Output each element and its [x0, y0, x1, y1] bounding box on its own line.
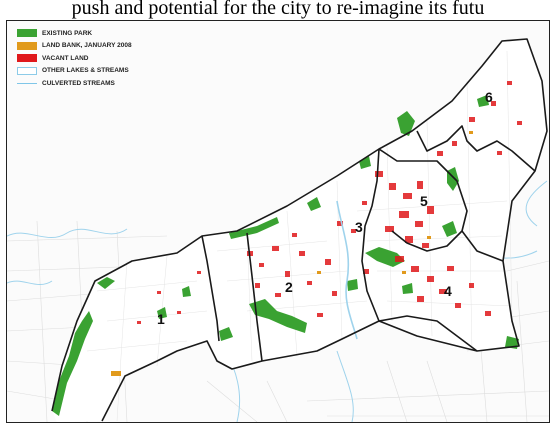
legend-label: OTHER LAKES & STREAMS: [42, 67, 129, 75]
legend-item-culverted-streams: CULVERTED STREAMS: [17, 77, 197, 90]
legend-item-lakes-streams: OTHER LAKES & STREAMS: [17, 65, 197, 78]
ward-label-3: 3: [355, 219, 363, 235]
land-bank-swatch: [17, 41, 37, 50]
ward-label-1: 1: [157, 311, 165, 327]
vacant-land-map: [7, 38, 549, 422]
culverted-swatch: [17, 82, 37, 84]
legend-label: EXISTING PARK: [42, 29, 93, 37]
map-legend: EXISTING PARK LAND BANK, JANUARY 2008 VA…: [17, 27, 197, 90]
park-swatch: [17, 29, 37, 38]
ward-boundaries: [51, 38, 548, 422]
legend-item-existing-park: EXISTING PARK: [17, 27, 197, 40]
ward-label-5: 5: [420, 193, 428, 209]
caption-text: push and potential for the city to re-im…: [71, 0, 485, 19]
legend-label: LAND BANK, JANUARY 2008: [42, 42, 132, 50]
legend-label: VACANT LAND: [42, 54, 89, 62]
vacant-land-areas: [137, 81, 522, 324]
existing-park-areas: [52, 95, 519, 416]
map-frame: EXISTING PARK LAND BANK, JANUARY 2008 VA…: [6, 20, 550, 423]
vacant-swatch: [17, 54, 37, 63]
ward-label-6: 6: [485, 89, 493, 105]
lakes-swatch: [17, 66, 37, 75]
ward-label-4: 4: [444, 283, 452, 299]
legend-item-vacant-land: VACANT LAND: [17, 52, 197, 65]
city-area: [52, 39, 547, 422]
land-bank-areas: [111, 131, 473, 376]
ward-label-2: 2: [285, 279, 293, 295]
legend-item-land-bank: LAND BANK, JANUARY 2008: [17, 40, 197, 53]
legend-label: CULVERTED STREAMS: [42, 79, 115, 87]
river: [336, 200, 358, 340]
